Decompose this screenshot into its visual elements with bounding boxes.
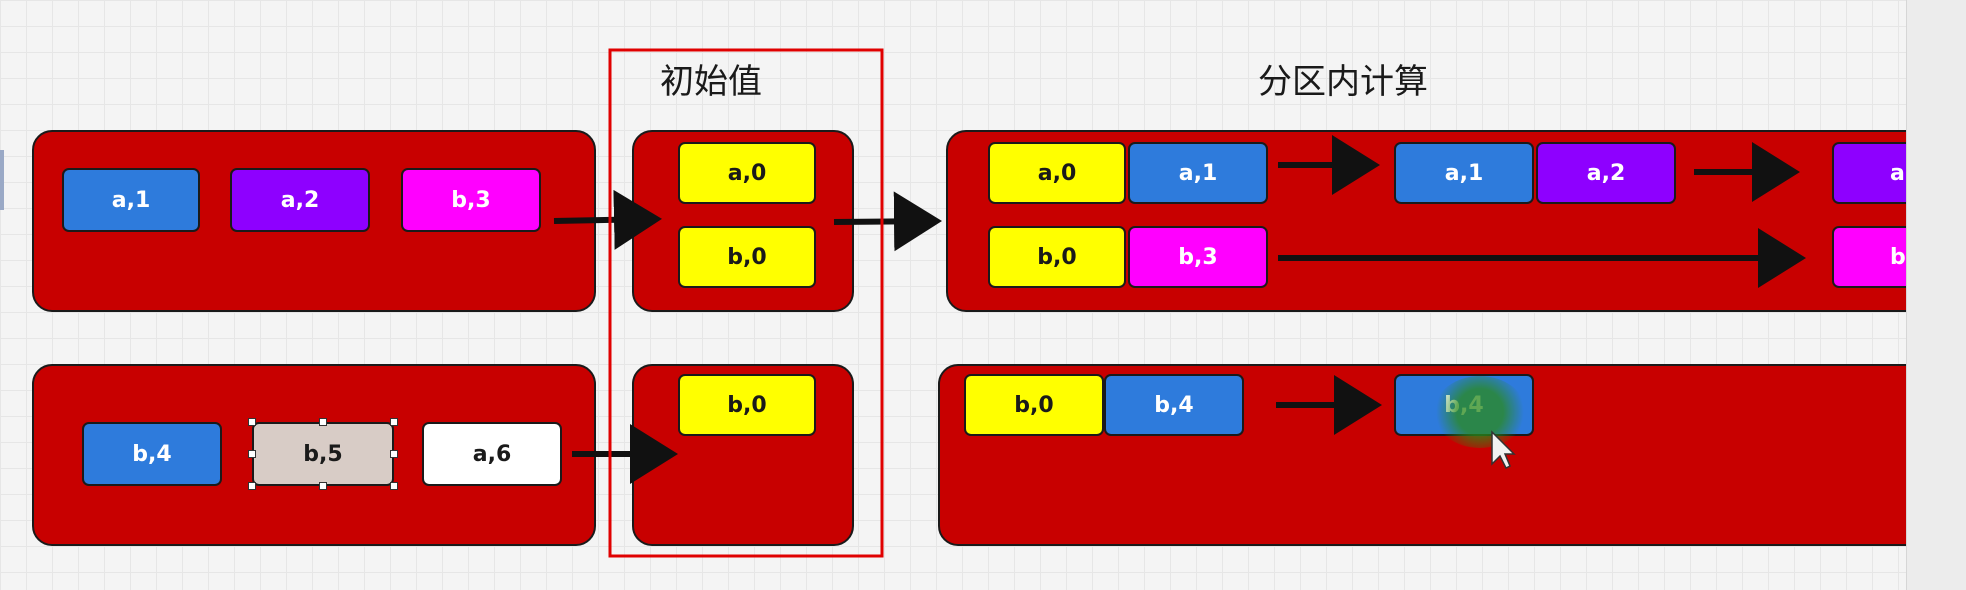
selection-handle-ml[interactable] xyxy=(248,450,256,458)
initial-value-highlight-frame xyxy=(608,48,884,558)
selection-handle-tr[interactable] xyxy=(390,418,398,426)
arrow-initial-to-compute xyxy=(833,191,942,252)
partition1-compute-row2-b0[interactable]: b,0 xyxy=(988,226,1126,288)
partition2-item-b5-selected[interactable]: b,5 xyxy=(252,422,394,486)
partition2-initial-b0[interactable]: b,0 xyxy=(678,374,816,436)
selection-handle-bc[interactable] xyxy=(319,482,327,490)
selection-handle-br[interactable] xyxy=(390,482,398,490)
partition1-compute-row2-next[interactable]: b, xyxy=(1832,226,1906,288)
partition1-compute-row2-b3[interactable]: b,3 xyxy=(1128,226,1268,288)
partition1-initial-a0[interactable]: a,0 xyxy=(678,142,816,204)
selection-handle-mr[interactable] xyxy=(390,450,398,458)
selection-handle-tc[interactable] xyxy=(319,418,327,426)
diagram-clip: 初始值 分区内计算 a,1 a,2 b,3 a,0 b,0 a,0 a,1 a,… xyxy=(32,48,1906,558)
partition1-compute-row1-a1-result[interactable]: a,1 xyxy=(1394,142,1534,204)
partition1-item-a1[interactable]: a,1 xyxy=(62,168,200,232)
partition1-item-b3[interactable]: b,3 xyxy=(401,168,541,232)
partition2-item-b4[interactable]: b,4 xyxy=(82,422,222,486)
partition1-initial-b0[interactable]: b,0 xyxy=(678,226,816,288)
cursor-highlight xyxy=(1434,376,1526,448)
selection-handle-tl[interactable] xyxy=(248,418,256,426)
mouse-pointer-icon xyxy=(1491,430,1516,470)
partition1-item-a2[interactable]: a,2 xyxy=(230,168,370,232)
partition1-compute-row1-a2[interactable]: a,2 xyxy=(1536,142,1676,204)
partition1-compute-row1-next[interactable]: a, xyxy=(1832,142,1906,204)
partition1-compute-row1-a1[interactable]: a,1 xyxy=(1128,142,1268,204)
partition1-compute-row1-a0[interactable]: a,0 xyxy=(988,142,1126,204)
arrows-layer xyxy=(553,48,1806,558)
title-initial-value: 初始值 xyxy=(660,62,762,102)
selection-handle-bl[interactable] xyxy=(248,482,256,490)
partition2-compute-b4[interactable]: b,4 xyxy=(1104,374,1244,436)
left-panel-edge xyxy=(0,150,4,210)
partition2-compute-b0[interactable]: b,0 xyxy=(964,374,1104,436)
arrow-p1-to-initial xyxy=(553,189,662,250)
title-intra-partition: 分区内计算 xyxy=(1258,62,1428,102)
partition2-item-a6[interactable]: a,6 xyxy=(422,422,562,486)
right-scrollbar[interactable] xyxy=(1906,0,1966,590)
